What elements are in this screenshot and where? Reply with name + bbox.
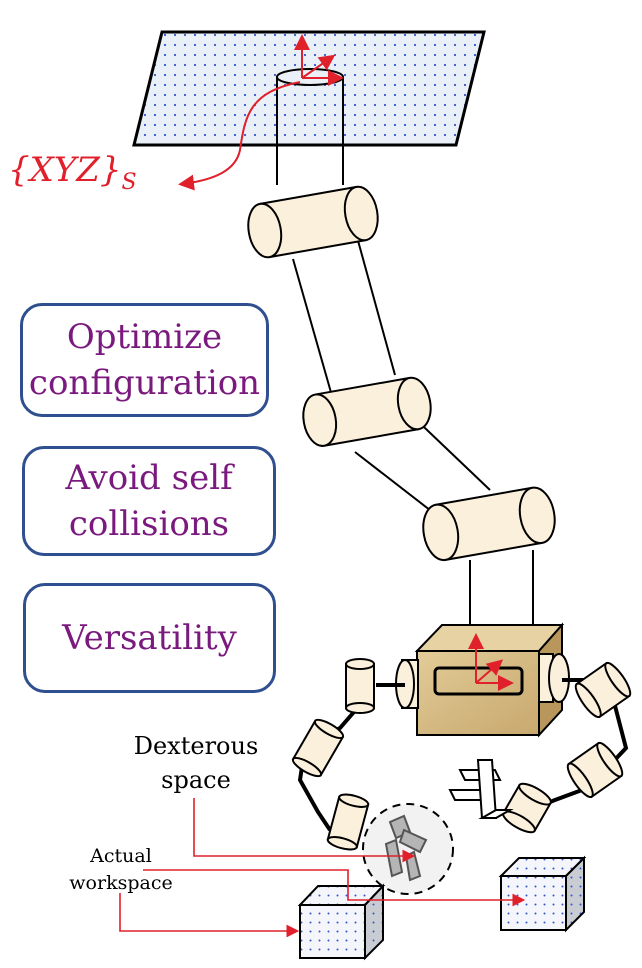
right-finger-joint-2	[566, 741, 624, 799]
dexterous-line1: Dexterous	[133, 732, 259, 760]
actual-line2: workspace	[69, 872, 173, 894]
base-frame-axes	[178, 34, 344, 191]
left-finger-joint-2	[291, 718, 345, 778]
dexterous-pointer	[193, 798, 416, 863]
box-line: configuration	[28, 363, 261, 403]
actual-workspace-pointer	[119, 869, 526, 938]
actual-line1: Actual	[90, 845, 152, 867]
box-line: Optimize	[66, 317, 223, 357]
elbow-joint	[302, 376, 432, 447]
dexterous-line2: space	[161, 766, 231, 794]
versatility-box: Versatility	[23, 583, 276, 693]
arm-link-upper	[292, 236, 396, 397]
workspace-cube-right	[498, 855, 587, 933]
frame-label-main: {XYZ}	[8, 150, 122, 190]
base-frame-label: {XYZ}S	[8, 150, 178, 198]
hand-frame-axes	[468, 633, 514, 691]
actual-workspace-label: Actual workspace	[56, 843, 186, 897]
shoulder-joint	[247, 185, 379, 259]
box-line: Avoid self	[65, 458, 233, 498]
wrist-joint	[422, 486, 556, 562]
dexterous-space-label: Dexterous space	[118, 729, 274, 797]
ceiling-plate	[132, 30, 486, 147]
right-gripper-icon	[448, 759, 514, 819]
box-line: collisions	[68, 504, 230, 544]
avoid-self-collisions-box: Avoid self collisions	[22, 446, 276, 556]
right-hand-stub	[538, 653, 570, 703]
right-finger-joint-3	[502, 782, 552, 834]
workspace-cube-left	[297, 883, 386, 961]
left-finger-joint-3	[326, 793, 370, 851]
arm-link-wrist	[469, 550, 534, 628]
right-finger-joint-1	[574, 661, 632, 719]
optimize-configuration-box: Optimize configuration	[20, 303, 269, 417]
left-finger-joint-1	[345, 658, 375, 714]
frame-label-sub: S	[121, 169, 137, 195]
dexterous-space-region	[362, 803, 454, 895]
box-line: Versatility	[62, 618, 237, 658]
